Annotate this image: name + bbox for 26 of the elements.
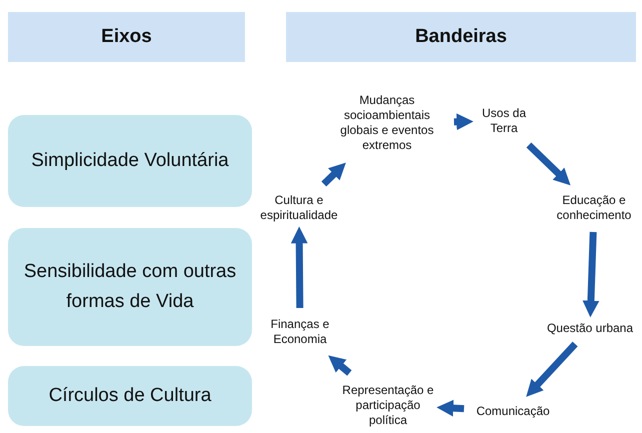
flag-label: Cultura e espiritualidade [259,193,339,223]
box-text: Bandeiras [415,24,507,49]
column-header [286,12,636,62]
box-text: Sensibilidade com outras formas de Vida [22,260,238,314]
arrow [454,113,474,130]
arrow [526,342,578,397]
flag-label: Comunicação [476,404,550,418]
arrow [582,232,600,318]
flag-label: Usos da Terra [480,106,528,136]
box-text: Simplicidade Voluntária [31,148,229,173]
flag-label: Educação e conhecimento [556,193,632,223]
column-header [8,12,245,62]
arrow [526,142,571,186]
axis-box [8,115,252,207]
flag-label: Questão urbana [546,320,634,336]
axis-box [8,228,252,346]
box-text: Círculos de Cultura [48,384,212,408]
flag-label: Mudanças socioambientais globais e eventos extremos [339,93,435,153]
arrow [321,162,346,187]
box-text: Eixos [101,24,152,49]
flag-label: Finanças e Economia [270,317,330,347]
arrow [328,355,352,376]
flag-label: Representação e participação política [341,382,435,428]
axis-box [8,366,252,426]
arrow [436,400,464,417]
arrow [290,226,308,308]
